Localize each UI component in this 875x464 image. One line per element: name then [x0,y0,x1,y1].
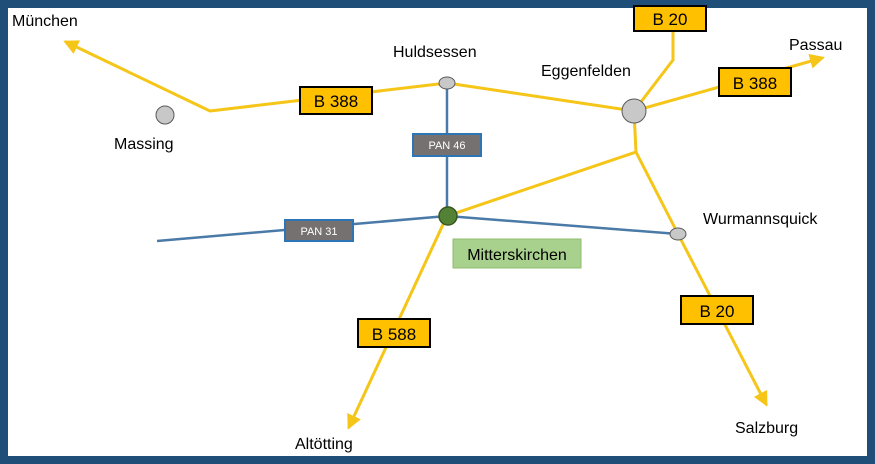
muenchen-label: München [12,13,78,30]
massing-label: Massing [114,136,174,153]
b388-east-shield: B 388 [718,67,792,97]
mitterskirchen-label-box: Mitterskirchen [452,238,582,269]
town-nodes [155,76,687,241]
b20-south-label: B 20 [700,302,735,321]
altoetting-label: Altötting [295,436,353,453]
salzburg-label: Salzburg [735,420,798,437]
huldsessen-label: Huldsessen [393,44,477,61]
wurmannsquick-town-icon [669,227,687,241]
pan46-label: PAN 46 [428,140,465,152]
passau-label: Passau [789,37,842,54]
b20-north-shield: B 20 [633,5,707,32]
mitterskirchen-center-icon [438,206,458,226]
b388-west-label: B 388 [314,92,358,111]
b388-west-shield: B 388 [299,86,373,115]
b388-east-label: B 388 [733,74,777,93]
b20-north-label: B 20 [653,10,688,29]
massing-town-icon [155,105,175,125]
eggenfelden-label: Eggenfelden [541,63,631,80]
pan31-shield: PAN 31 [284,219,354,242]
pan46-shield: PAN 46 [412,133,482,157]
huldsessen-eggenfelden-road [445,81,636,113]
huldsessen-town-icon [438,76,456,90]
b588-shield: B 588 [357,318,431,348]
b20-south-shield: B 20 [680,295,754,325]
eggenfelden-town-icon [621,98,647,124]
pan31-label: PAN 31 [300,226,337,238]
mitterskirchen-label: Mitterskirchen [467,247,567,264]
mitterskirchen-junction-road [445,150,638,218]
wurmannsquick-label: Wurmannsquick [703,211,818,228]
b588-label: B 588 [372,325,416,344]
